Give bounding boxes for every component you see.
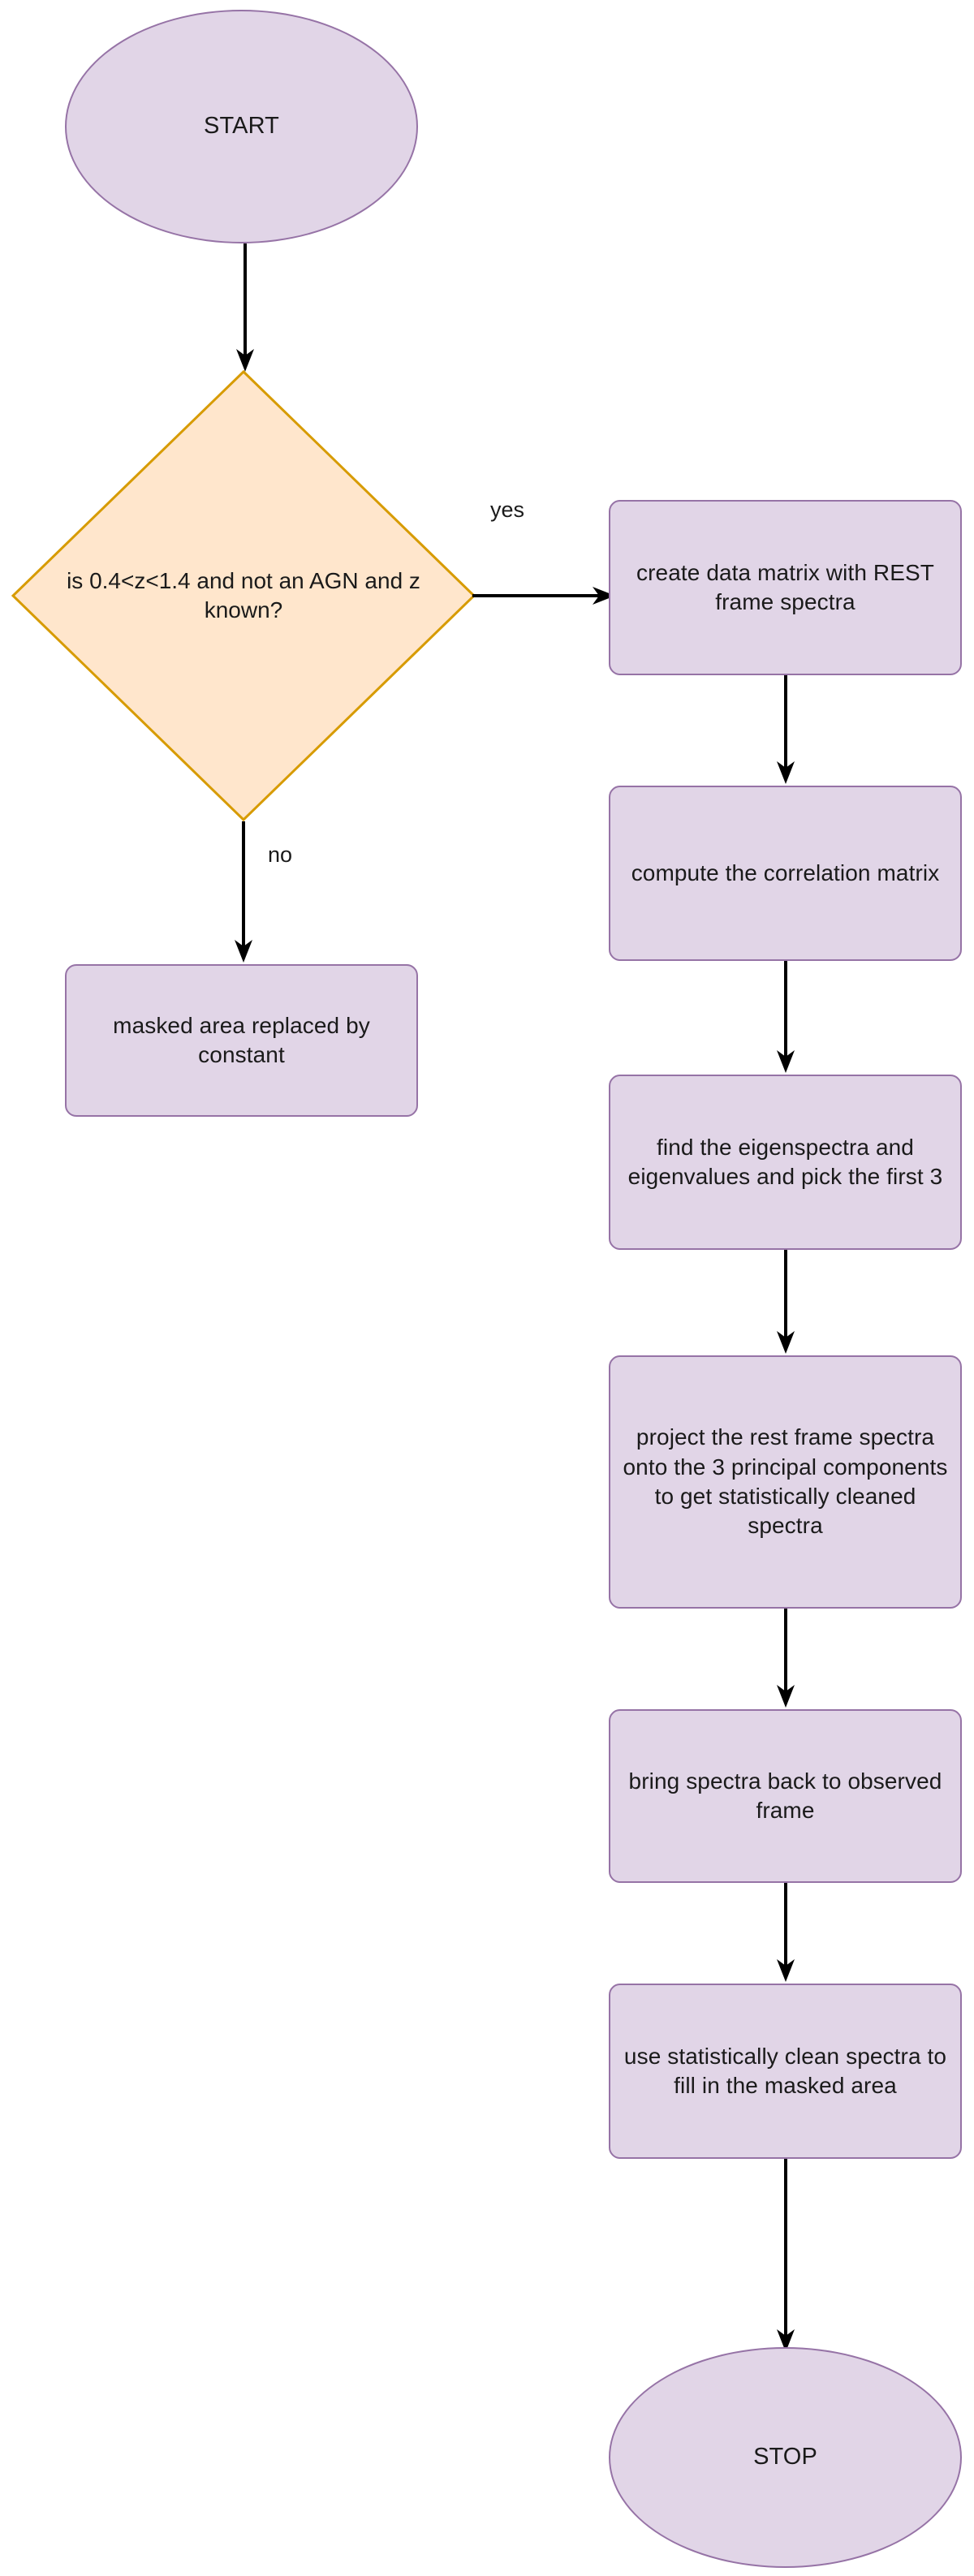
node-fill-masked-label: use statistically clean spectra to fill … — [623, 2043, 947, 2098]
node-fill-masked[interactable]: use statistically clean spectra to fill … — [609, 1984, 962, 2159]
connector-eigenspectra-to-project — [776, 1250, 795, 1355]
node-observed-frame-label: bring spectra back to observed frame — [628, 1768, 942, 1823]
node-create-matrix[interactable]: create data matrix with REST frame spect… — [609, 500, 962, 675]
connector-decision-to-masked-constant — [234, 821, 253, 964]
connector-decision-to-create-matrix — [472, 586, 617, 605]
connector-correlation-to-eigenspectra — [776, 961, 795, 1075]
connector-observed-frame-to-fill-masked — [776, 1883, 795, 1984]
node-eigenspectra-label: find the eigenspectra and eigenvalues an… — [627, 1134, 943, 1189]
node-start-label: START — [204, 113, 279, 140]
connector-start-to-decision — [235, 243, 255, 373]
connector-project-to-observed-frame — [776, 1609, 795, 1709]
connector-fill-masked-to-stop — [776, 2159, 795, 2354]
node-project-label: project the rest frame spectra onto the … — [623, 1424, 948, 1539]
edge-label-no: no — [268, 842, 293, 867]
node-stop[interactable]: STOP — [609, 2347, 962, 2568]
node-start[interactable]: START — [65, 10, 418, 243]
decision-diamond-shape — [11, 370, 476, 821]
connector-create-matrix-to-correlation — [776, 675, 795, 786]
node-decision-label: is 0.4<z<1.4 and not an AGN and z known? — [67, 567, 420, 622]
node-stop-label: STOP — [753, 2444, 817, 2470]
node-masked-constant[interactable]: masked area replaced by constant — [65, 964, 418, 1117]
node-correlation[interactable]: compute the correlation matrix — [609, 786, 962, 961]
node-correlation-label: compute the correlation matrix — [631, 859, 940, 885]
node-create-matrix-label: create data matrix with REST frame spect… — [636, 559, 934, 614]
node-decision[interactable]: is 0.4<z<1.4 and not an AGN and z known? — [11, 370, 476, 821]
node-masked-constant-label: masked area replaced by constant — [113, 1012, 370, 1067]
node-observed-frame[interactable]: bring spectra back to observed frame — [609, 1709, 962, 1883]
edge-label-yes: yes — [490, 498, 525, 522]
node-eigenspectra[interactable]: find the eigenspectra and eigenvalues an… — [609, 1075, 962, 1250]
node-project[interactable]: project the rest frame spectra onto the … — [609, 1355, 962, 1609]
